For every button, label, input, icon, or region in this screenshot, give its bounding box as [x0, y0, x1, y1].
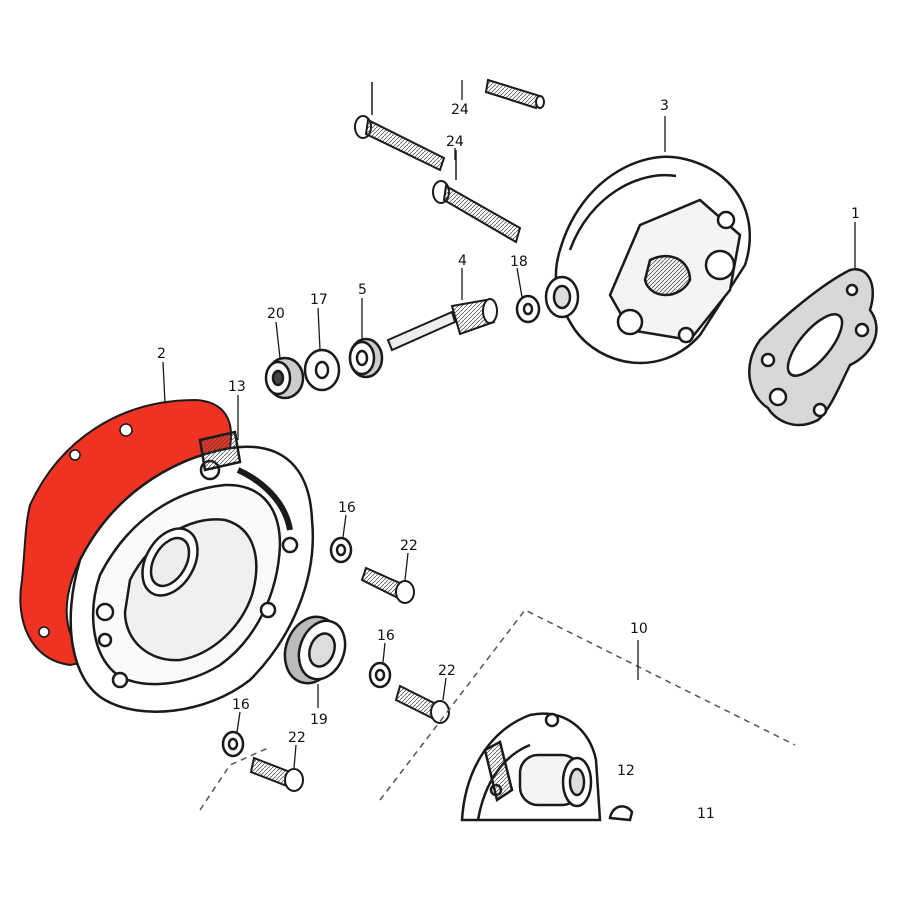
screw-22-c — [249, 756, 304, 792]
callout-5: 5 — [358, 282, 367, 298]
callout-18: 18 — [510, 254, 528, 270]
callout-22-b: 22 — [438, 663, 456, 679]
callout-16-a: 16 — [338, 500, 356, 516]
bolt-24-top-right — [484, 78, 545, 110]
washer-16-a — [329, 536, 353, 564]
callout-13: 13 — [228, 379, 246, 395]
callout-16-c: 16 — [232, 697, 250, 713]
pump-cover-3 — [544, 155, 751, 365]
callout-19: 19 — [310, 712, 328, 728]
gasket-1 — [748, 267, 878, 427]
callout-3: 3 — [660, 98, 669, 114]
callout-22-a: 22 — [400, 538, 418, 554]
callout-22-c: 22 — [288, 730, 306, 746]
nut-20 — [264, 356, 305, 400]
screw-22-a — [360, 566, 415, 604]
gear-shaft-4 — [386, 298, 498, 352]
callout-4: 4 — [458, 253, 467, 269]
pump-body-10 — [460, 712, 602, 822]
callout-24-b: 24 — [446, 134, 464, 150]
bolt-24-middle — [432, 150, 522, 244]
washer-16-b — [368, 661, 392, 689]
part-12 — [608, 805, 634, 822]
washer-18 — [515, 294, 541, 324]
bolt-24-top — [354, 82, 446, 172]
callout-11: 11 — [697, 806, 715, 822]
callout-20: 20 — [267, 306, 285, 322]
leader-lines — [162, 80, 856, 769]
callout-1: 1 — [851, 206, 860, 222]
assembly-10-outline — [199, 609, 796, 811]
callout-16-b: 16 — [377, 628, 395, 644]
callout-labels: 1 2 3 4 5 10 11 12 13 16 16 16 17 18 19 … — [157, 98, 860, 822]
callout-24-a: 24 — [451, 102, 469, 118]
callout-17: 17 — [310, 292, 328, 308]
washer-16-c — [221, 730, 245, 758]
collar-5 — [348, 337, 384, 379]
oil-seal-19 — [283, 615, 347, 685]
pump-housing-13 — [69, 430, 315, 713]
callout-10: 10 — [630, 621, 648, 637]
callout-2: 2 — [157, 346, 166, 362]
washer-17 — [303, 348, 341, 392]
callout-12: 12 — [617, 763, 635, 779]
screw-22-b — [394, 684, 450, 724]
